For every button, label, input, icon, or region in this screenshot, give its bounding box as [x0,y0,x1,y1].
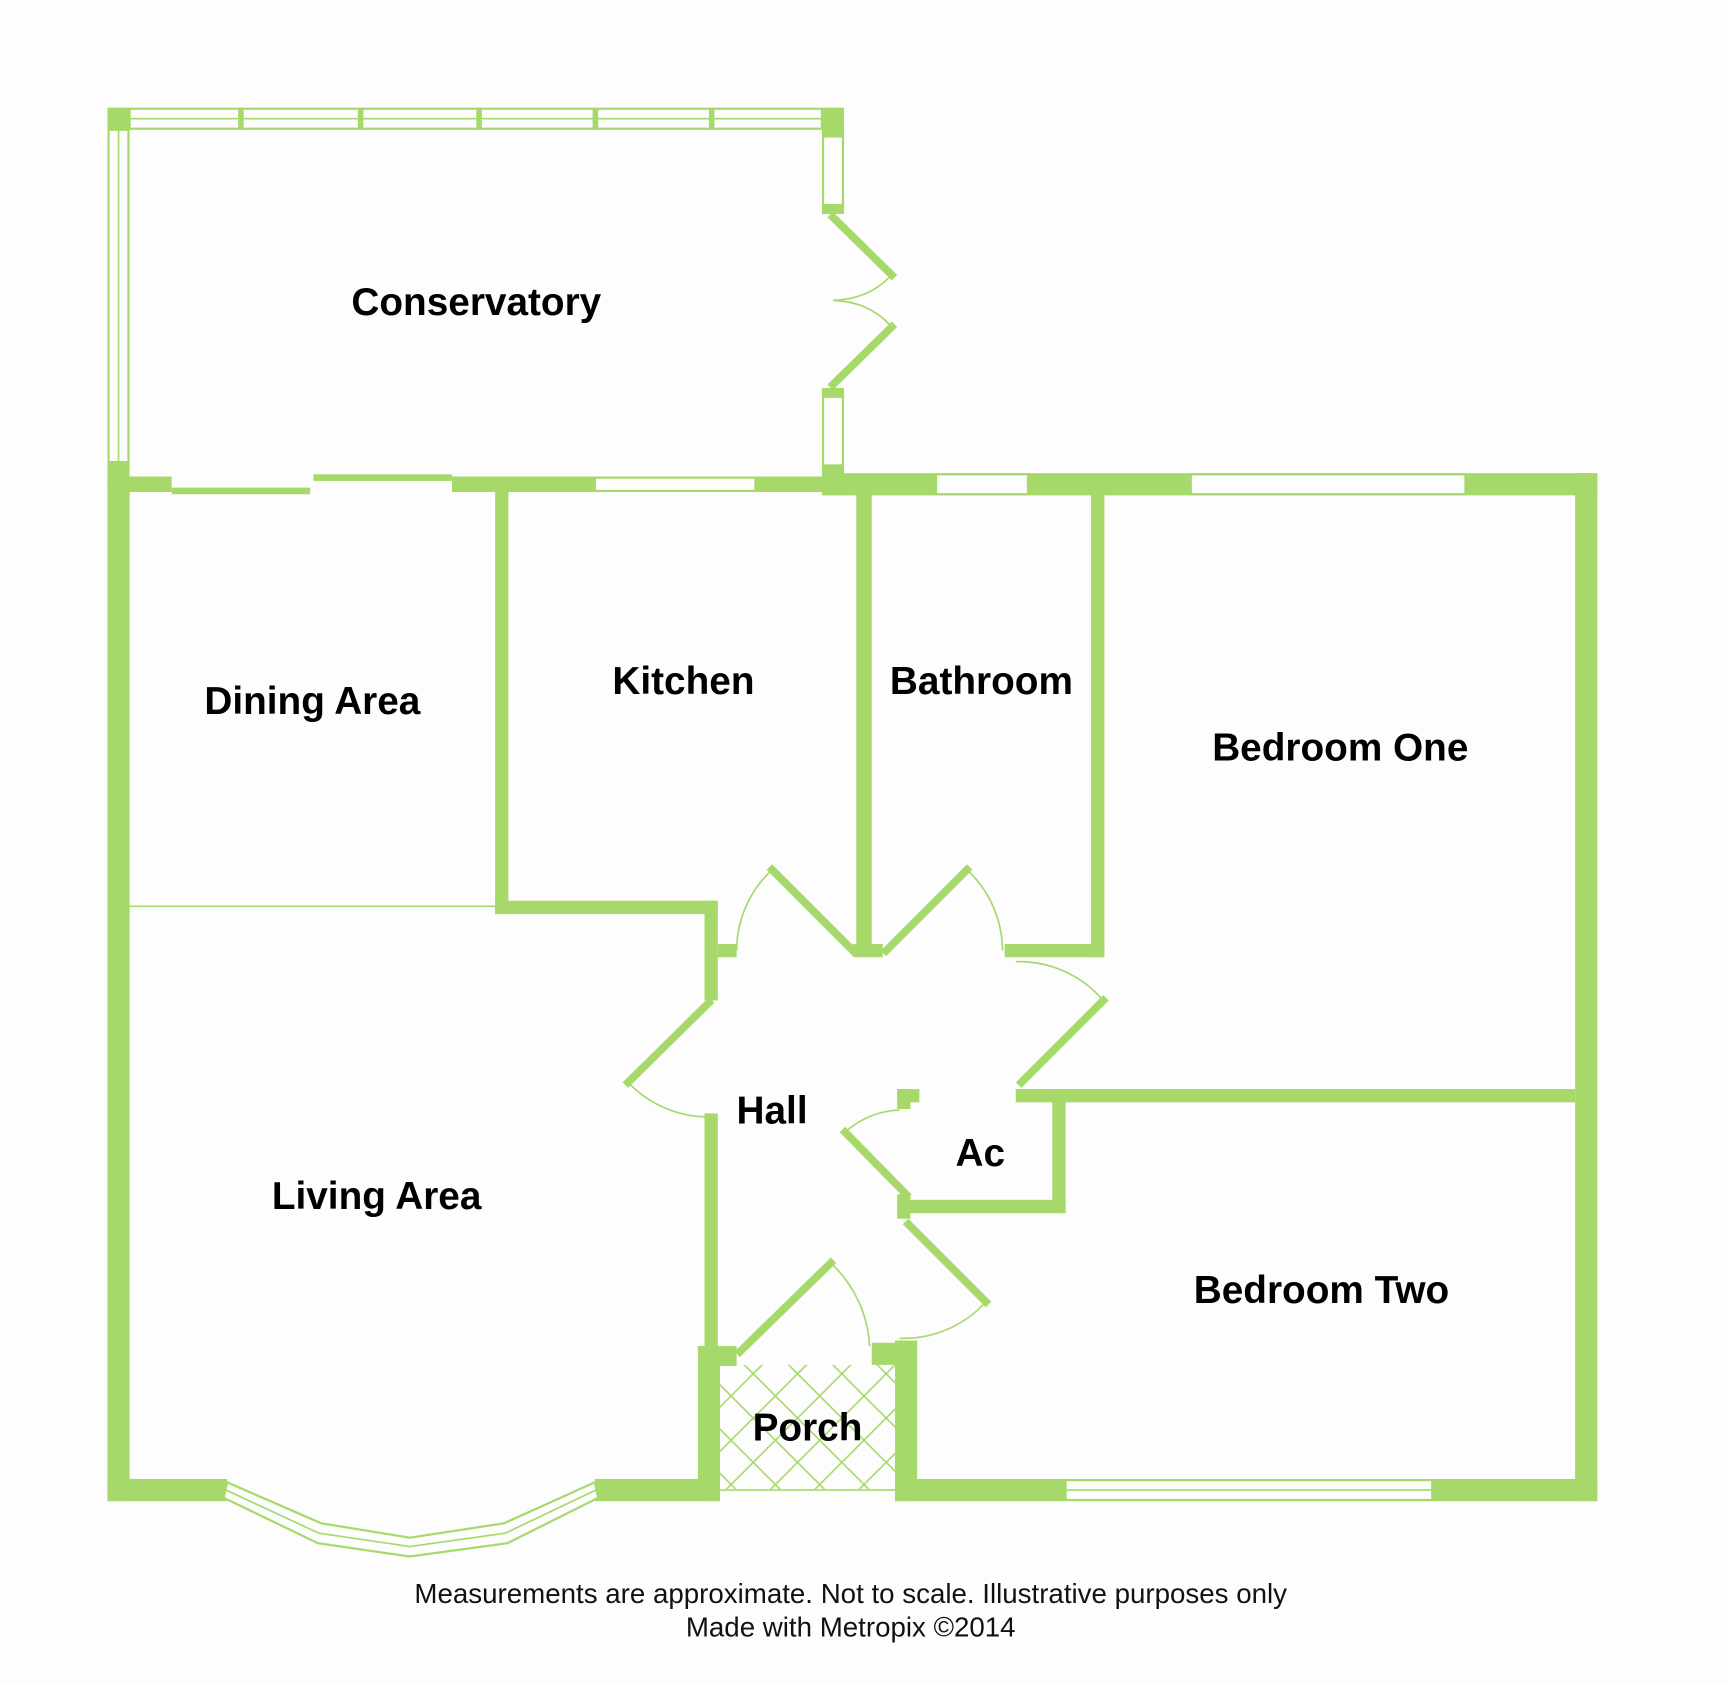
room-label-ac: Ac [956,1132,1006,1175]
bathroom-door [880,864,973,957]
room-label-bathroom: Bathroom [890,660,1073,703]
credit-text: Made with Metropix ©2014 [686,1611,1016,1642]
room-label-bedroom-two: Bedroom Two [1194,1269,1449,1312]
porch-floor [720,1364,896,1491]
conservatory-walls [107,107,845,467]
exterior-walls [107,462,1598,1558]
room-label-dining-area: Dining Area [204,680,420,723]
room-label-conservatory: Conservatory [351,281,601,324]
interior-walls [129,489,1576,1502]
doors[interactable] [622,864,1109,1358]
room-label-living-area: Living Area [272,1175,482,1218]
room-label-bedroom-one: Bedroom One [1212,726,1468,769]
room-label-kitchen: Kitchen [612,660,754,703]
room-label-porch: Porch [753,1406,863,1449]
ac-door [839,1126,912,1200]
kitchen-door [766,864,859,957]
bedroom-one-door [1015,994,1109,1088]
disclaimer-text: Measurements are approximate. Not to sca… [414,1578,1287,1609]
living-area-door [622,997,715,1088]
bedroom-two-door [902,1218,992,1308]
porch-door [734,1257,837,1358]
room-label-hall: Hall [737,1090,808,1133]
conservatory-french-doors[interactable] [827,211,898,391]
